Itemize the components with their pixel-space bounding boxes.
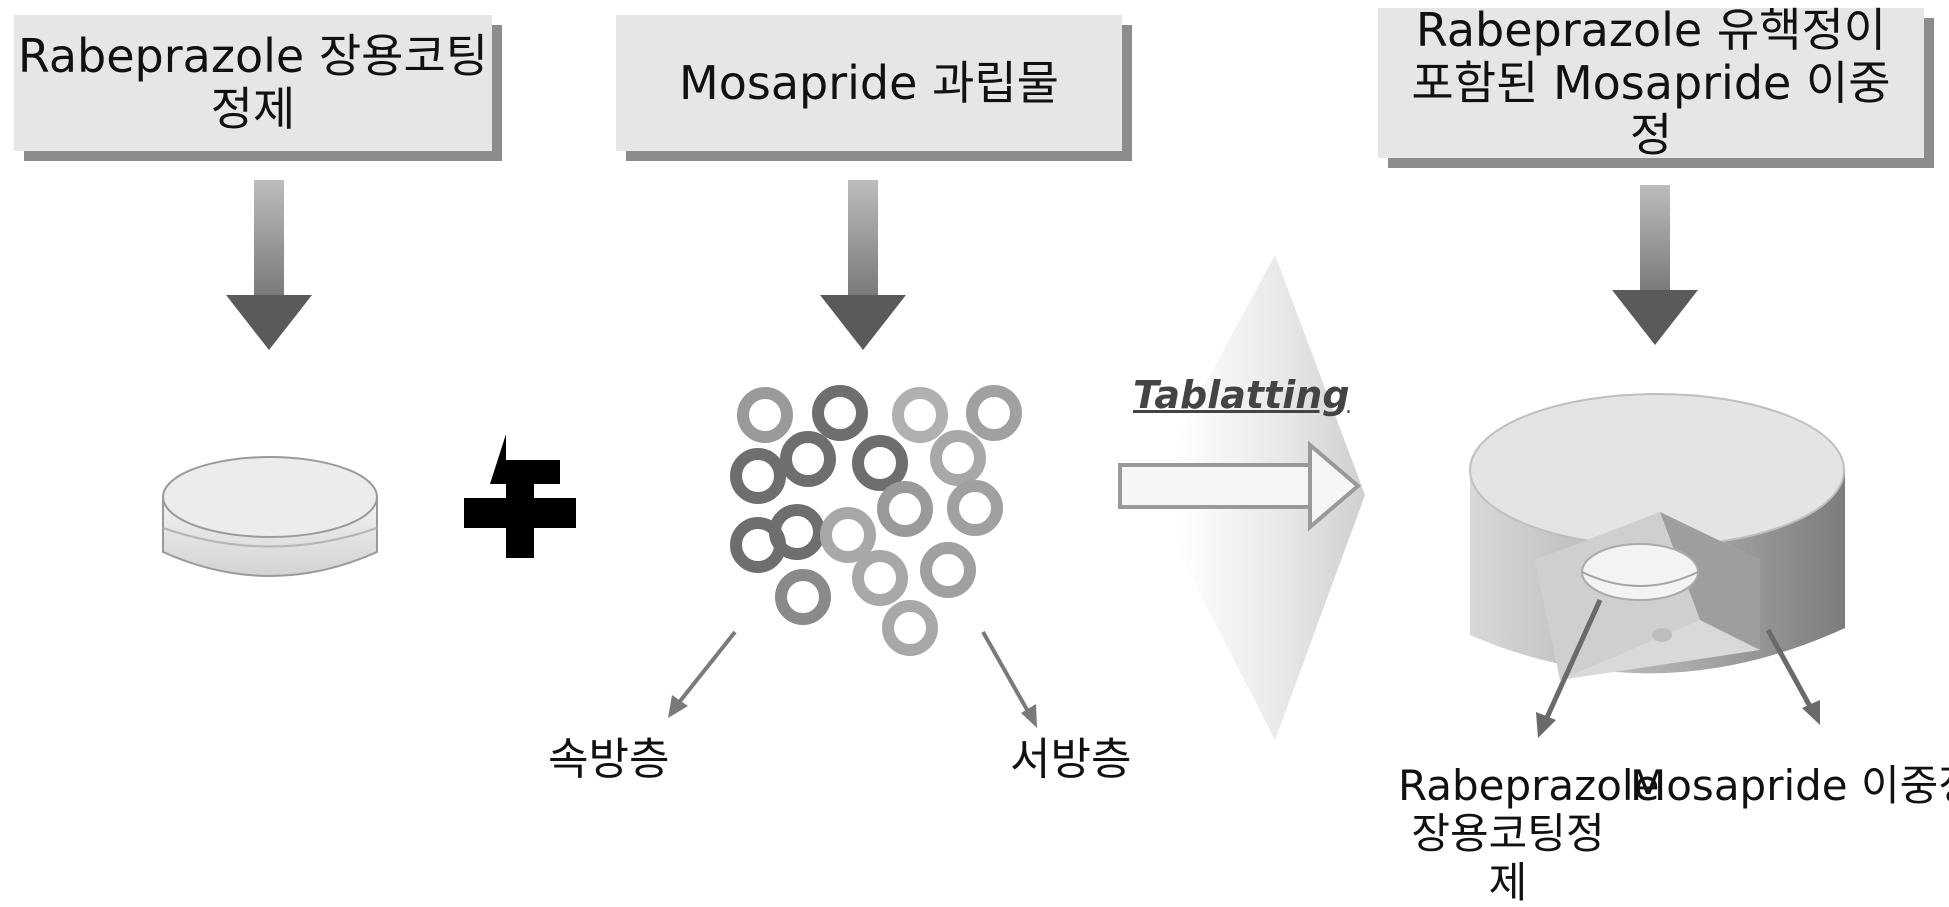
granule-icon	[736, 391, 1016, 650]
shell-tablet-label: Mosapride 이중정	[1630, 762, 1949, 810]
outer-layer-label: 서방층	[1010, 735, 1131, 786]
pointer-arrow-icon	[983, 632, 1037, 728]
big-right-arrow-icon	[1120, 255, 1365, 740]
inner-layer-label: 속방층	[548, 735, 669, 786]
tableting-label: Tablatting	[1133, 374, 1350, 418]
down-arrow-icon	[820, 180, 906, 350]
tablet-icon	[163, 457, 377, 576]
bilayer-tablet-icon	[1470, 394, 1845, 680]
plus-icon	[464, 434, 576, 558]
down-arrow-icon	[1612, 185, 1698, 345]
core-tablet-label: Rabeprazole 장용코팅정제	[1398, 762, 1618, 907]
down-arrow-icon	[226, 180, 312, 350]
pointer-arrow-icon	[668, 632, 735, 718]
